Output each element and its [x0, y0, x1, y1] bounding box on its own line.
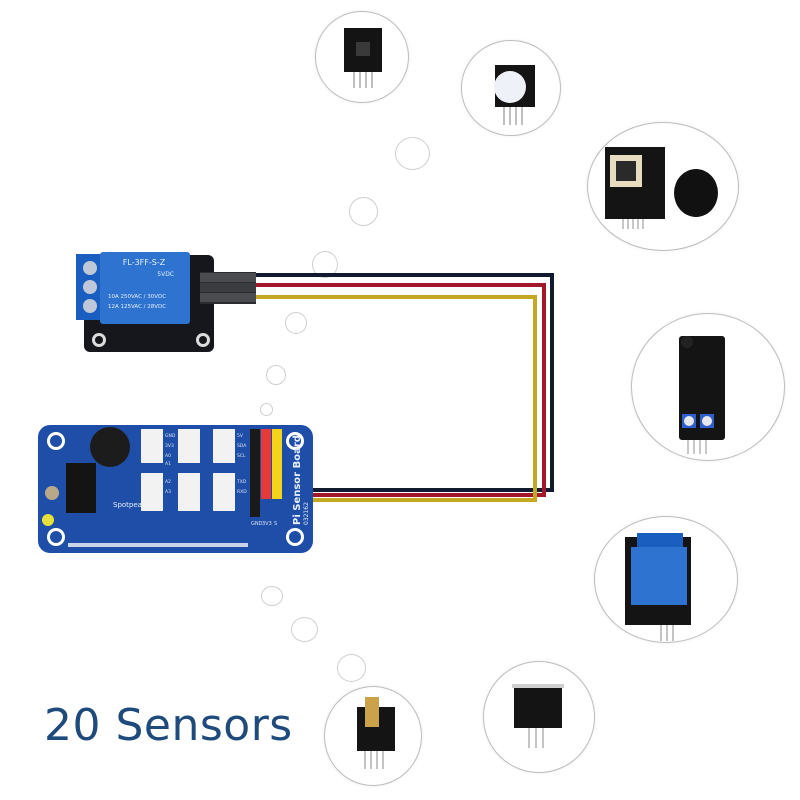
wire-yellow	[256, 295, 537, 502]
relay-model-label: FL-3FF-S-Z	[123, 258, 166, 267]
sensor-joystick-module	[587, 122, 739, 251]
port-label: SCL	[237, 453, 246, 459]
bubble	[349, 197, 378, 226]
header-label: GND	[251, 521, 263, 527]
port-label: A3	[165, 489, 171, 495]
port-label: A2	[165, 479, 171, 485]
bubble	[337, 654, 366, 682]
board-code: 032162	[303, 502, 310, 525]
relay-rating-1: 10A 250VAC / 30VDC	[108, 294, 166, 300]
port-label: GND	[165, 433, 176, 439]
bubble	[260, 403, 273, 416]
ir-obstacle-module-image	[679, 336, 725, 454]
bubble	[261, 586, 283, 606]
sensor-relay-module	[594, 516, 738, 643]
sensor-reed-switch-module	[483, 661, 595, 773]
header-label: 3V3	[262, 521, 272, 527]
bubble	[266, 365, 286, 385]
buzzer-module-image	[494, 65, 535, 125]
joystick-module-image	[605, 147, 718, 229]
board-name: Pi Sensor Board	[292, 435, 303, 525]
relay-module: FL-3FF-S-Z 5VDC 10A 250VAC / 30VDC 12A 1…	[76, 252, 256, 352]
port-label: SDA	[237, 443, 247, 449]
caption-title: 20 Sensors	[44, 700, 293, 751]
bubble	[291, 617, 318, 642]
sensor-button-module	[315, 11, 409, 103]
sensor-laser-module	[324, 686, 422, 786]
port-label: TXD	[236, 479, 247, 485]
wire-red	[256, 283, 546, 497]
bubble	[395, 137, 430, 170]
reed-switch-module-image	[512, 684, 564, 748]
board-brand: Spotpear	[113, 501, 145, 509]
header-label: S	[274, 521, 277, 527]
port-label: 5V	[237, 433, 244, 439]
laser-module-image	[357, 697, 395, 769]
bubble	[285, 312, 307, 334]
port-label: 3V3	[165, 443, 174, 449]
wire-black	[256, 273, 554, 492]
relay-thumb-image	[625, 533, 691, 641]
port-label: A1	[165, 461, 171, 467]
port-label: RXD	[237, 489, 247, 495]
sensor-ir-obstacle-module	[631, 313, 785, 461]
button-module-image	[344, 28, 382, 88]
pi-sensor-board: Spotpear Pi Sensor Board 032162 GND 3V3 …	[38, 425, 313, 553]
relay-rating-2: 12A 125VAC / 28VDC	[108, 304, 166, 310]
sensor-buzzer-module	[461, 40, 561, 136]
port-label: A0	[165, 453, 171, 459]
relay-voltage-label: 5VDC	[157, 271, 174, 278]
